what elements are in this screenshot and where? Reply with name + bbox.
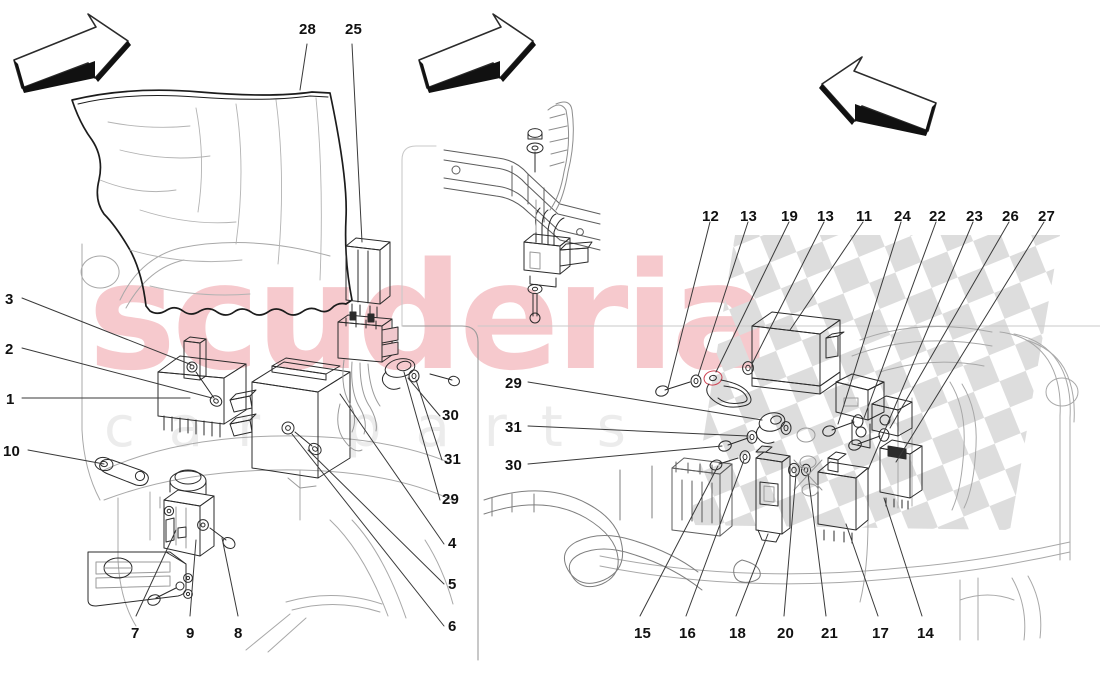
callout-6[interactable]: 6 (448, 618, 457, 635)
callout-9[interactable]: 9 (186, 625, 195, 642)
leader-lines (21, 43, 1045, 627)
callout-26[interactable]: 26 (1002, 208, 1020, 225)
relay-25 (345, 237, 391, 323)
relay-27 (879, 439, 923, 510)
ecu-module-main (229, 357, 351, 489)
callout-14[interactable]: 14 (917, 625, 935, 642)
callout-30-right[interactable]: 30 (505, 457, 523, 474)
bolt-22 (822, 414, 864, 437)
callout-7[interactable]: 7 (131, 625, 140, 642)
washer-31-right (746, 430, 758, 444)
callout-31[interactable]: 31 (444, 451, 462, 468)
strap-10 (94, 456, 149, 486)
bracket-plate (87, 551, 187, 607)
callout-17[interactable]: 17 (872, 625, 890, 642)
screw-9 (147, 573, 193, 606)
fuse-box-right (671, 457, 733, 537)
callout-1[interactable]: 1 (6, 391, 15, 408)
washer-13b (742, 361, 754, 375)
callout-11[interactable]: 11 (856, 208, 873, 225)
bracket-18 (755, 445, 791, 543)
connector-center (523, 199, 593, 288)
callout-25[interactable]: 25 (345, 21, 363, 38)
callout-29[interactable]: 29 (442, 491, 460, 508)
screw-8 (197, 519, 236, 550)
cable-sleeve (547, 101, 574, 211)
bolt-center-lower (527, 283, 543, 324)
callout-13-a[interactable]: 13 (740, 208, 758, 225)
bracket-23 (871, 395, 913, 437)
car-body-outline-right (599, 326, 1079, 641)
callout-31-right[interactable]: 31 (505, 419, 523, 436)
callout-13-b[interactable]: 13 (817, 208, 835, 225)
callout-16[interactable]: 16 (679, 625, 697, 642)
bolt-15 (709, 457, 739, 471)
harness-wires (337, 359, 381, 452)
bolt-30-right (718, 437, 749, 452)
valve-assembly (159, 469, 215, 557)
terminal-eyelet-left (381, 358, 460, 390)
bolt-26 (848, 428, 890, 451)
callout-28[interactable]: 28 (299, 21, 317, 38)
module-1 (157, 336, 247, 425)
washers-20 (788, 462, 812, 478)
module-11 (751, 311, 845, 395)
callout-4[interactable]: 4 (448, 535, 457, 552)
module-1-pins (163, 415, 221, 438)
insulation-blanket (71, 89, 353, 316)
washer-16 (739, 450, 751, 464)
callout-10[interactable]: 10 (3, 443, 21, 460)
callout-29-right[interactable]: 29 (505, 375, 523, 392)
terminal-eyelet-29-right (755, 412, 792, 444)
terminal-eyelet-19 (703, 370, 752, 408)
callout-27[interactable]: 27 (1038, 208, 1056, 225)
watermark-checkered-flag (690, 235, 1060, 530)
cross-member (443, 149, 601, 251)
panel-divider (401, 145, 1100, 661)
blanket-creases (99, 97, 322, 296)
callout-18[interactable]: 18 (729, 625, 747, 642)
bolt-12 (655, 381, 691, 397)
washer-13a (690, 374, 702, 388)
watermark-brand: scuderia (88, 231, 771, 403)
connector-block (337, 314, 399, 363)
callout-3[interactable]: 3 (5, 291, 14, 308)
callout-5[interactable]: 5 (448, 576, 457, 593)
hose-assembly (483, 465, 761, 591)
fastener-top (526, 128, 544, 173)
callout-8[interactable]: 8 (234, 625, 243, 642)
callout-12[interactable]: 12 (702, 208, 720, 225)
callout-15[interactable]: 15 (634, 625, 652, 642)
relay-21 (817, 451, 869, 544)
callout-24[interactable]: 24 (894, 208, 912, 225)
callout-2[interactable]: 2 (5, 341, 14, 358)
callout-23[interactable]: 23 (966, 208, 984, 225)
car-body-outline-left (80, 242, 454, 653)
callout-30[interactable]: 30 (442, 407, 460, 424)
callout-22[interactable]: 22 (929, 208, 947, 225)
callout-21[interactable]: 21 (821, 625, 839, 642)
callout-19[interactable]: 19 (781, 208, 799, 225)
callout-20[interactable]: 20 (777, 625, 795, 642)
